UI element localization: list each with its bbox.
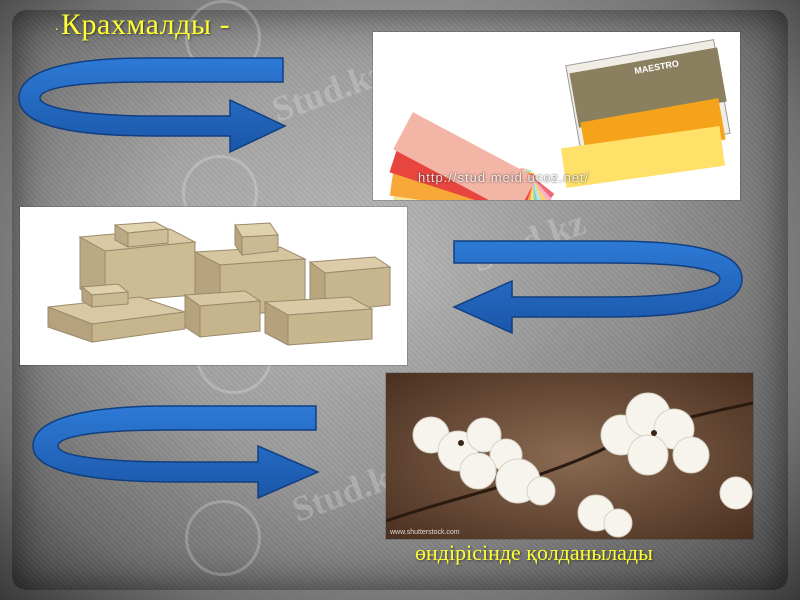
curved-arrow-left-icon [452, 240, 743, 335]
image-credit-text: www.shutterstock.com [390, 529, 460, 536]
cardboard-boxes-image [20, 207, 407, 365]
cotton-plant-image: www.shutterstock.com [386, 373, 753, 539]
curved-arrow-right-icon [32, 405, 320, 500]
slide-caption: өндірісінде қолданылады [415, 540, 653, 565]
title-prefix: . [55, 19, 59, 35]
image-url-text: http://stud.meid.ucoz.net/ [418, 170, 590, 185]
slide-title: .Крахмалды - [55, 8, 230, 42]
curved-arrow-right-icon [18, 57, 287, 154]
colored-paper-image: MAESTRO http://stud.meid.ucoz.net/ [373, 32, 740, 200]
title-text: Крахмалды - [61, 8, 231, 41]
